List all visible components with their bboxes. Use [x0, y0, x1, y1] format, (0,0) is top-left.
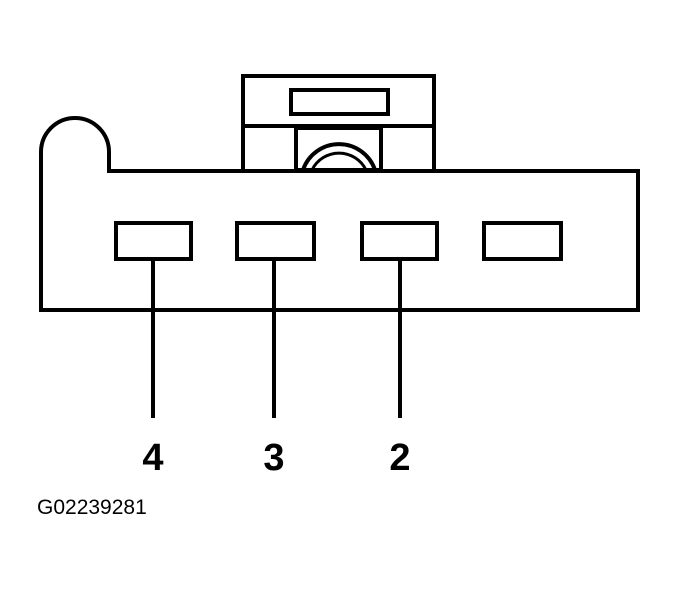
latch-dome-inner: [310, 151, 368, 171]
pin-label-4: 4: [142, 437, 163, 479]
cavity-pin-3: [235, 221, 316, 261]
leader-lines: [151, 259, 402, 418]
cavity-pin-4: [114, 221, 193, 261]
connector-latch: [241, 74, 436, 173]
cavity-unused: [482, 221, 563, 261]
connector-body: [39, 116, 640, 312]
pin-label-2: 2: [389, 437, 410, 479]
latch-window: [294, 126, 383, 172]
latch-dome: [301, 142, 377, 171]
cavity-pin-2: [360, 221, 439, 261]
figure-id: G02239281: [37, 496, 147, 519]
latch-slot: [289, 88, 390, 116]
pin-label-3: 3: [263, 437, 284, 479]
